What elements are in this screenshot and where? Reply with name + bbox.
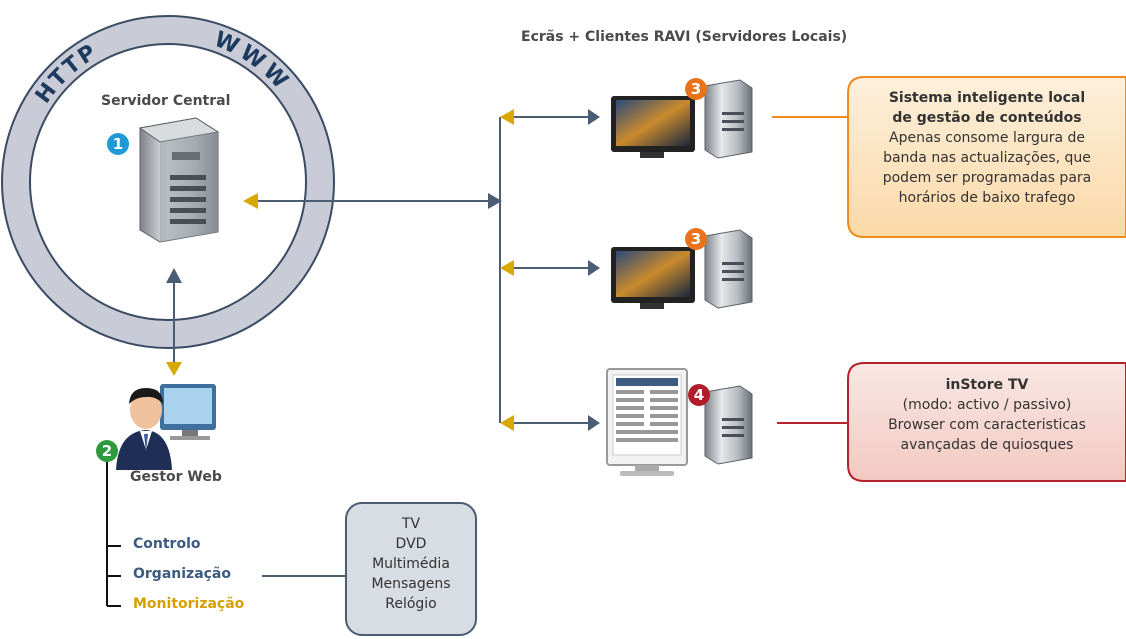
instore-title: inStore TV [945, 377, 1029, 393]
instore-callout: inStore TV (modo: activo / passivo) Brow… [848, 375, 1126, 455]
instore-body-line: avançadas de quiosques [900, 437, 1074, 453]
media-type-item: DVD [395, 536, 427, 552]
menu-item-monitorizacao: Monitorização [133, 596, 245, 612]
menu-item-controlo: Controlo [133, 536, 201, 552]
media-type-item: Relógio [385, 596, 437, 612]
instore-body-line: (modo: activo / passivo) [902, 397, 1072, 413]
client-tower-icon [704, 229, 753, 309]
instore-body-line: Browser com caracteristicas [888, 417, 1086, 433]
central-server-label: Servidor Central [101, 93, 231, 109]
smart-system-title-line1: Sistema inteligente local [888, 90, 1086, 106]
menu-item-organizacao: Organização [133, 566, 231, 582]
clients-heading: Ecrãs + Clientes RAVI (Servidores Locais… [521, 29, 848, 45]
client-screen-icon [611, 247, 695, 309]
badge-1: 1 [107, 133, 129, 155]
ring-inner-edge [29, 43, 307, 321]
arrow-yellow-left [243, 193, 258, 209]
smart-system-callout-box [847, 76, 1126, 238]
web-manager-icon [116, 384, 216, 470]
media-types-list: TV DVD Multimédia Mensagens Relógio [346, 514, 476, 614]
badge-4: 4 [688, 384, 710, 406]
smart-system-callout: Sistema inteligente local de gestão de c… [848, 88, 1126, 208]
media-types-box [345, 502, 477, 636]
media-type-item: Multimédia [372, 556, 450, 572]
client-screen-icon [611, 96, 695, 158]
smart-system-body-line: podem ser programadas para [882, 170, 1092, 186]
ring-outer-edge [1, 15, 335, 349]
arrow-blue-right [488, 193, 502, 209]
smart-system-body-line: horários de baixo trafego [898, 190, 1076, 206]
smart-system-body-line: banda nas actualizações, que [883, 150, 1091, 166]
smart-system-body-line: Apenas consome largura de [889, 130, 1085, 146]
badge-2: 2 [96, 440, 118, 462]
client-tower-icon [704, 385, 753, 465]
badge-3: 3 [685, 78, 707, 100]
badge-3: 3 [685, 228, 707, 250]
web-manager-label: Gestor Web [130, 469, 222, 485]
central-server-icon [138, 117, 220, 243]
media-type-item: TV [401, 516, 421, 532]
media-type-item: Mensagens [371, 576, 451, 592]
kiosk-display-icon [606, 368, 688, 476]
smart-system-title-line2: de gestão de conteúdos [892, 110, 1082, 126]
instore-callout-box [847, 362, 1126, 482]
client-tower-icon [704, 79, 753, 159]
